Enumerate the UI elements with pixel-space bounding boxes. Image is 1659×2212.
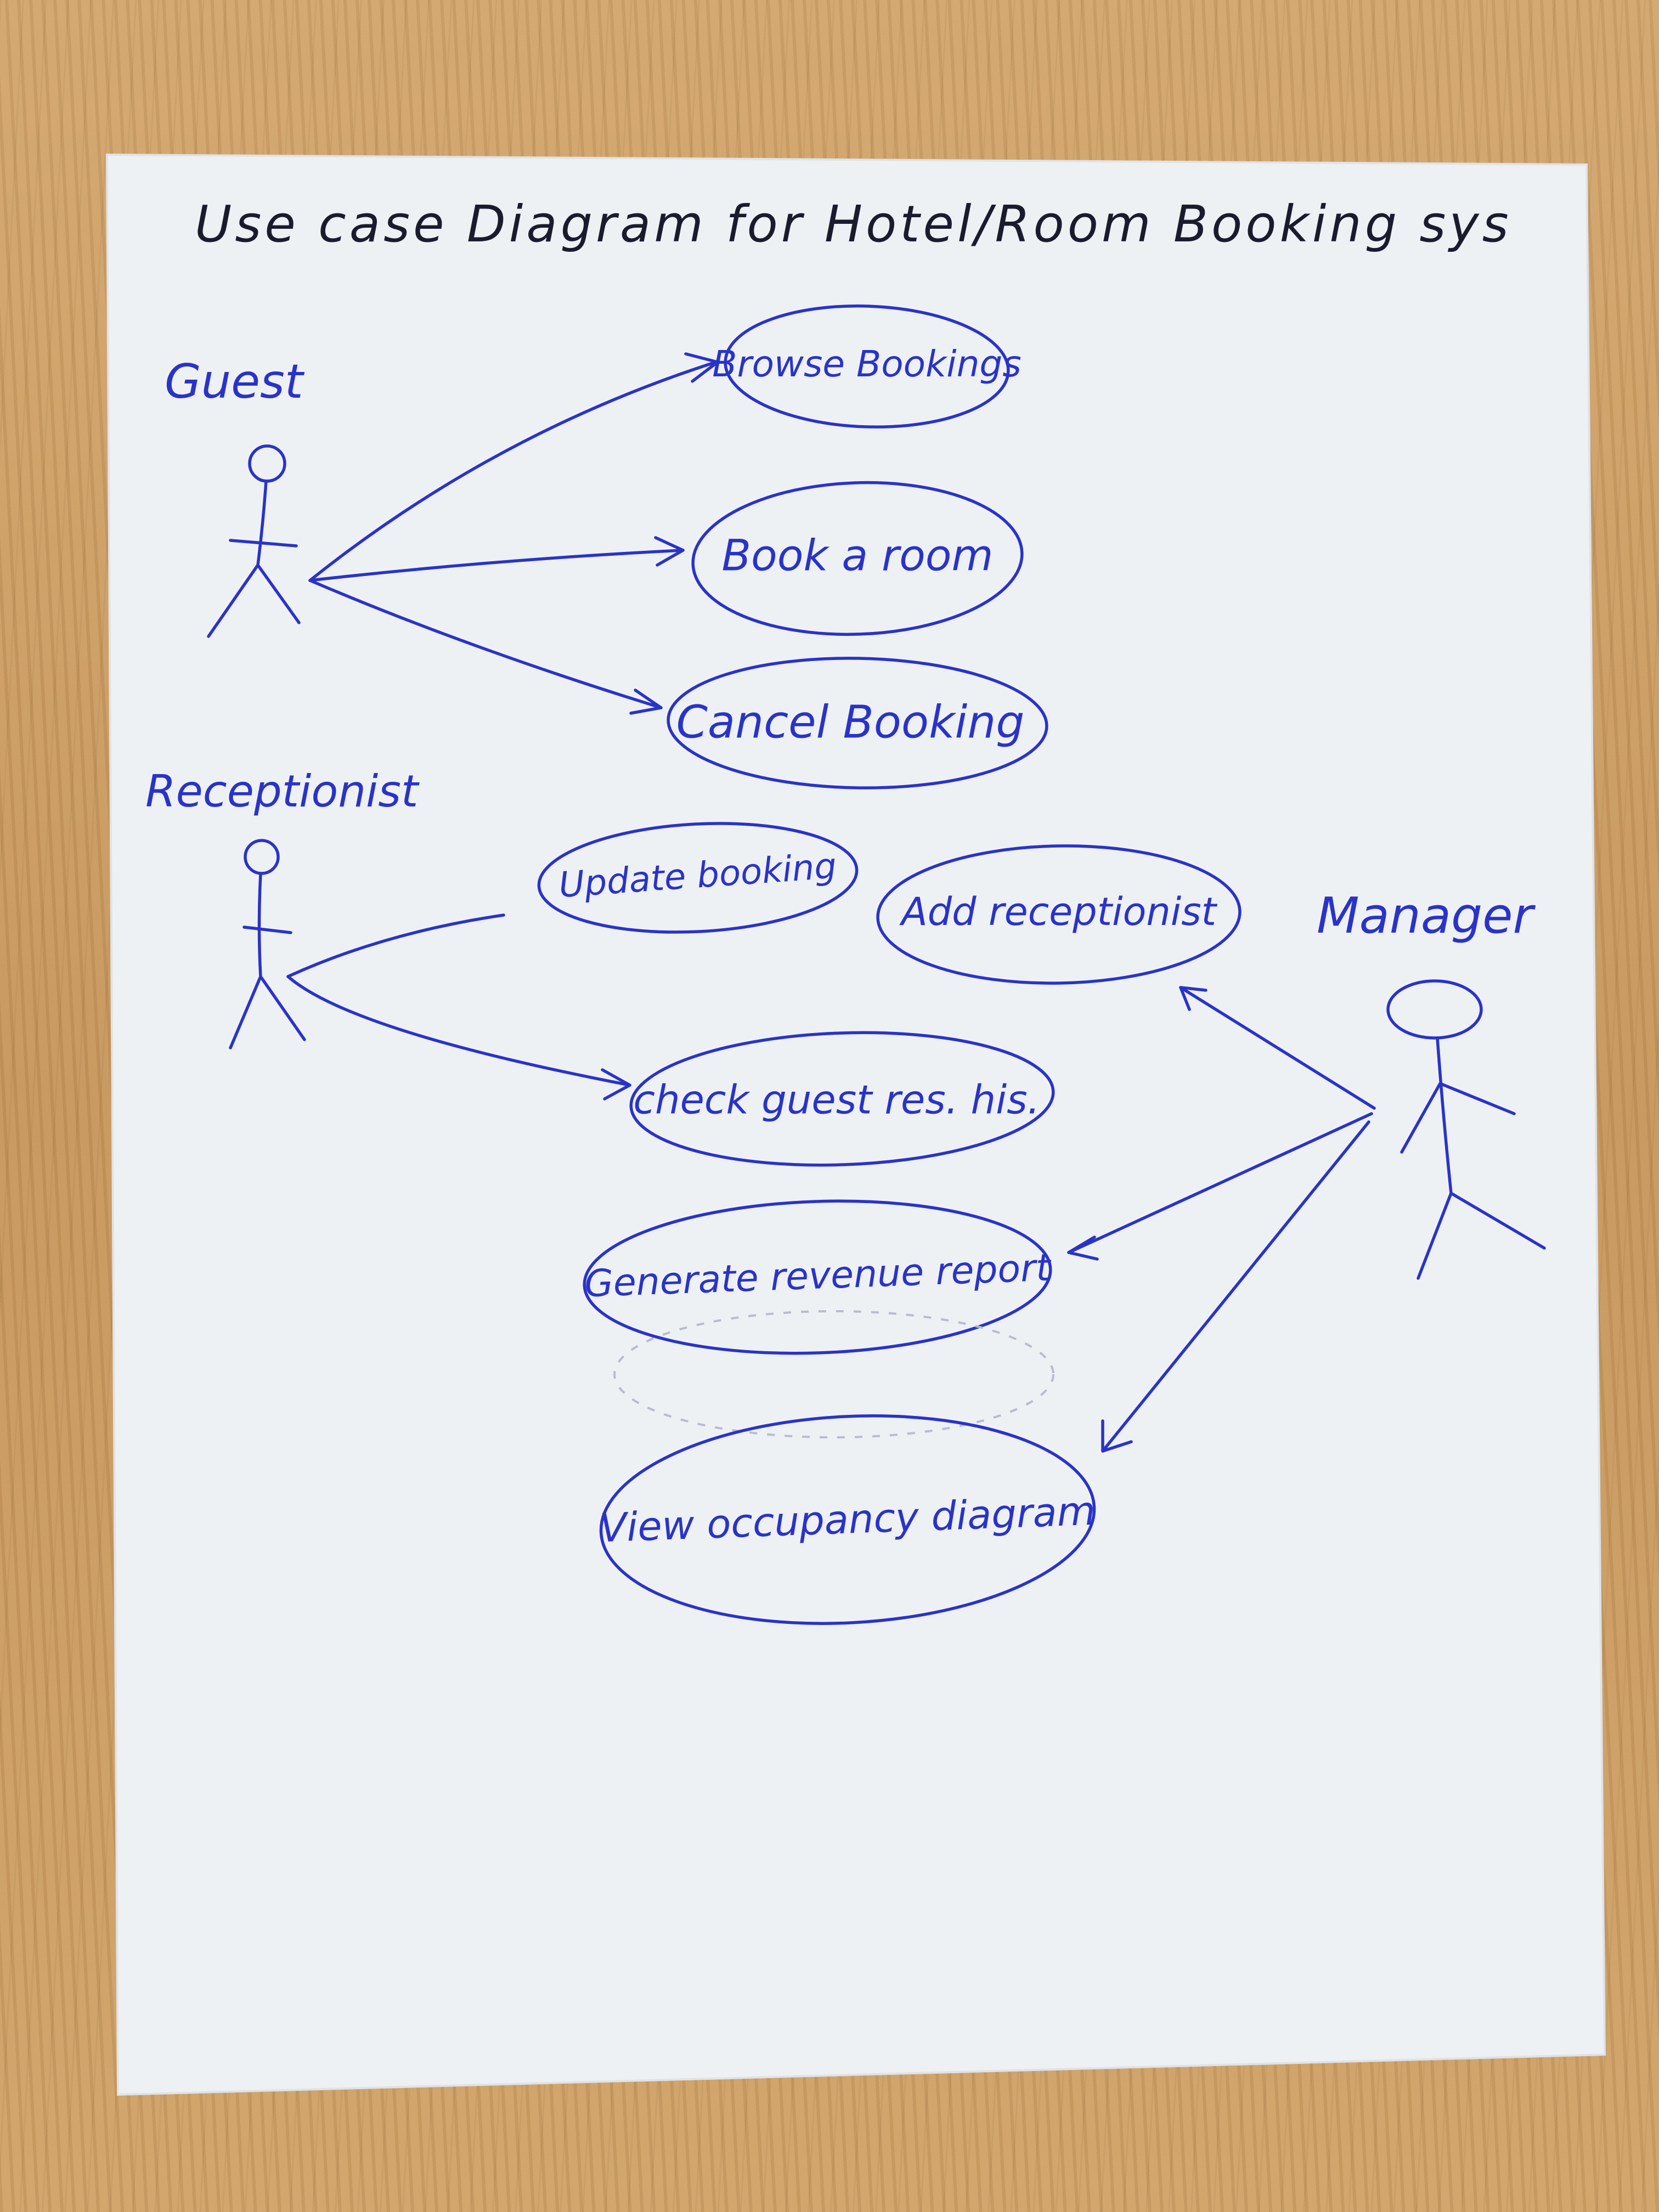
actor-manager: Manager (1317, 887, 1546, 1280)
association-receptionist-check-guest-history (286, 975, 631, 1101)
association-guest-book-a-room (308, 536, 685, 582)
association-receptionist-update-booking (286, 913, 505, 978)
association-guest-browse-bookings (308, 352, 719, 582)
use-case-label-book-a-room: Book a room (721, 531, 993, 580)
actor-label-receptionist: Receptionist (145, 766, 420, 817)
erased-ellipse (613, 1310, 1054, 1438)
use-case-label-add-receptionist: Add receptionist (899, 889, 1218, 934)
actor-receptionist: Receptionist (145, 766, 420, 1049)
association-manager-add-receptionist (1179, 986, 1376, 1110)
actor-guest: Guest (165, 354, 305, 638)
use-case-add-receptionist: Add receptionist (876, 844, 1242, 985)
paper (105, 153, 1606, 2096)
association-manager-generate-revenue-report (1067, 1112, 1373, 1261)
actor-label-guest: Guest (165, 354, 305, 409)
use-case-browse-bookings: Browse Bookings (712, 304, 1022, 429)
use-case-cancel-booking: Cancel Booking (667, 657, 1048, 789)
use-case-check-guest-history: check guest res. his. (629, 1031, 1055, 1167)
diagram-title: Use case Diagram for Hotel/Room Booking … (195, 195, 1512, 253)
association-guest-cancel-booking (308, 579, 663, 715)
actor-label-manager: Manager (1317, 887, 1536, 945)
association-manager-view-occupancy-diagram (1101, 1120, 1370, 1453)
use-case-label-check-guest-history: check guest res. his. (633, 1077, 1040, 1123)
use-case-label-browse-bookings: Browse Bookings (712, 343, 1021, 385)
use-case-book-a-room: Book a room (691, 481, 1024, 636)
use-case-label-cancel-booking: Cancel Booking (676, 696, 1025, 748)
